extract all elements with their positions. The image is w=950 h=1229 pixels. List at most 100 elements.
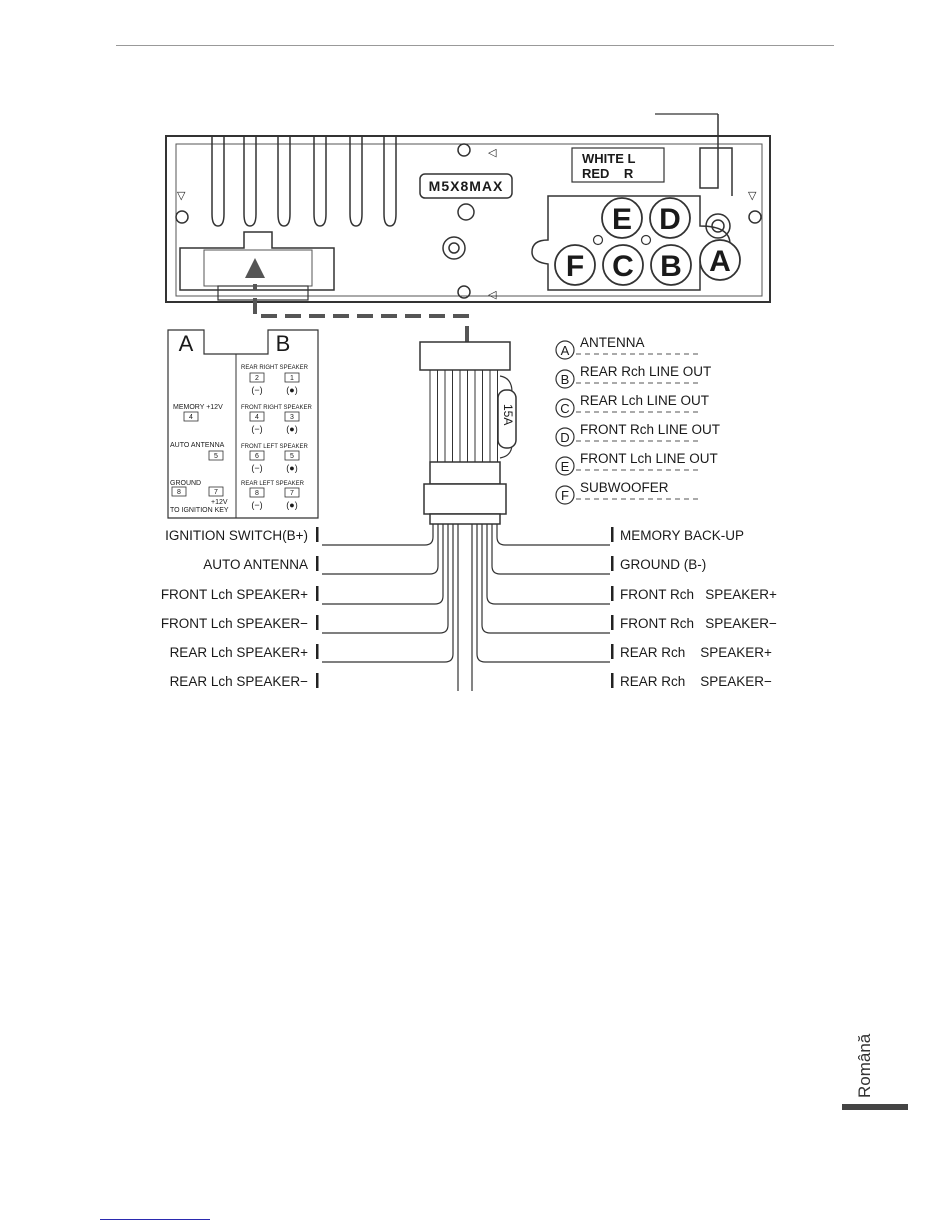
legend-letter-circle [555, 398, 575, 418]
wiring-harness: 15A [322, 341, 610, 691]
fin [243, 136, 257, 227]
legend-letter: D [560, 430, 569, 445]
right-wire-label: FRONT Rch SPEAKER− [611, 615, 777, 631]
left-wire-labels: IGNITION SWITCH(B+) AUTO ANTENNA FRONT Lch… [161, 527, 319, 689]
jack-a: A [699, 239, 741, 281]
svg-text:1: 1 [290, 375, 294, 382]
legend-text: FRONT Rch LINE OUT [580, 422, 720, 437]
wire-label-text: FRONT Lch SPEAKER− [161, 616, 308, 631]
mount-hole-icon [442, 236, 466, 260]
mount-hole-icon [457, 203, 475, 221]
memory-label: MEMORY +12V [173, 404, 223, 411]
label-bar [316, 644, 319, 659]
legend-item-e: E FRONT Lch LINE OUT [555, 451, 718, 476]
right-wire-label: REAR Rch SPEAKER− [611, 673, 772, 689]
label-bar [611, 615, 614, 630]
connection-route [245, 258, 469, 342]
mount-hole-icon [457, 143, 471, 157]
fin [211, 136, 225, 227]
rca-jack-housing [531, 195, 731, 291]
right-wire-label: MEMORY BACK-UP [611, 527, 744, 543]
marker-triangle-icon: ▽ [177, 190, 186, 202]
antenna-socket-ring [705, 213, 731, 239]
legend-letter-circle [555, 427, 575, 447]
plus12v-label: +12V [211, 499, 228, 506]
legend-text: REAR Rch LINE OUT [580, 364, 711, 379]
harness-plug [419, 341, 511, 371]
fuse-holder [497, 389, 517, 449]
ground-label: GROUND [170, 480, 201, 487]
svg-text:(●): (●) [286, 500, 297, 510]
jack-e: E [601, 197, 643, 239]
front-left-speaker-group: FRONT LEFT SPEAKER 6 5 (−) (●) [241, 444, 308, 473]
up-arrow-icon [245, 258, 265, 278]
legend-letter: B [561, 372, 570, 387]
wire-left [322, 524, 434, 546]
wire-label-text: IGNITION SWITCH(B+) [165, 528, 308, 543]
jack-c: C [602, 244, 644, 286]
svg-text:C: C [612, 250, 634, 283]
legend-letter-circle [555, 369, 575, 389]
fin [313, 136, 327, 227]
legend-letter: A [561, 343, 570, 358]
rear-right-speaker-group: REAR RIGHT SPEAKER 2 1 (−) (●) [241, 365, 309, 395]
svg-text:3: 3 [290, 414, 294, 421]
wire-right [476, 524, 610, 663]
svg-text:7: 7 [290, 490, 294, 497]
wire-label-text: FRONT Lch SPEAKER+ [161, 587, 308, 602]
model-name: M5X8MAX [429, 178, 504, 194]
legend-letter: C [560, 401, 569, 416]
svg-text:B: B [660, 250, 682, 283]
label-bar [611, 586, 614, 601]
left-wire-label: AUTO ANTENNA [203, 556, 319, 572]
right-wire-label: FRONT Rch SPEAKER+ [611, 586, 777, 602]
svg-text:FRONT RIGHT SPEAKER: FRONT RIGHT SPEAKER [241, 405, 312, 411]
legend-text: FRONT Lch LINE OUT [580, 451, 718, 466]
label-bar [611, 527, 614, 542]
wire-left [322, 524, 439, 575]
svg-text:(−): (−) [251, 385, 262, 395]
left-wire-label: FRONT Lch SPEAKER+ [161, 586, 319, 602]
antenna-socket-ring [711, 219, 725, 233]
wire-label-text: REAR Lch SPEAKER+ [170, 645, 309, 660]
auto-antenna-label: AUTO ANTENNA [170, 442, 225, 449]
svg-text:4: 4 [255, 414, 259, 421]
svg-text:(−): (−) [251, 463, 262, 473]
svg-text:5: 5 [290, 453, 294, 460]
legend-letter: E [561, 459, 570, 474]
svg-text:(●): (●) [286, 385, 297, 395]
harness-collar [429, 513, 501, 525]
svg-text:REAR RIGHT SPEAKER: REAR RIGHT SPEAKER [241, 365, 309, 371]
wire-label-text: FRONT Rch SPEAKER− [620, 616, 777, 631]
block-a-title: A [179, 331, 194, 356]
rca-color-plate [571, 147, 665, 183]
svg-text:(●): (●) [286, 424, 297, 434]
mount-hole-icon [748, 210, 762, 224]
block-b-title: B [276, 331, 291, 356]
label-bar [316, 673, 319, 688]
language-tab-label: Română [855, 1033, 874, 1098]
jack-b: B [650, 244, 692, 286]
left-wire-label: IGNITION SWITCH(B+) [165, 527, 319, 543]
svg-text:(−): (−) [251, 500, 262, 510]
wire-right [486, 524, 610, 605]
left-wire-label: REAR Lch SPEAKER− [170, 673, 319, 689]
legend-text: ANTENNA [580, 335, 645, 350]
rca-color-red: RED R [582, 166, 634, 181]
fin [277, 136, 291, 227]
svg-text:D: D [659, 203, 681, 236]
jack-d: D [649, 197, 691, 239]
svg-text:8: 8 [177, 489, 181, 496]
legend-item-d: D FRONT Rch LINE OUT [555, 422, 720, 447]
mount-hole-icon [448, 242, 460, 254]
wire-label-text: REAR Rch SPEAKER− [620, 674, 772, 689]
model-badge [419, 173, 513, 199]
left-wire-label: REAR Lch SPEAKER+ [170, 644, 319, 660]
svg-text:2: 2 [255, 375, 259, 382]
heatsink-fins [211, 136, 397, 227]
iso-socket [179, 231, 335, 291]
legend-letter-circle [555, 485, 575, 505]
